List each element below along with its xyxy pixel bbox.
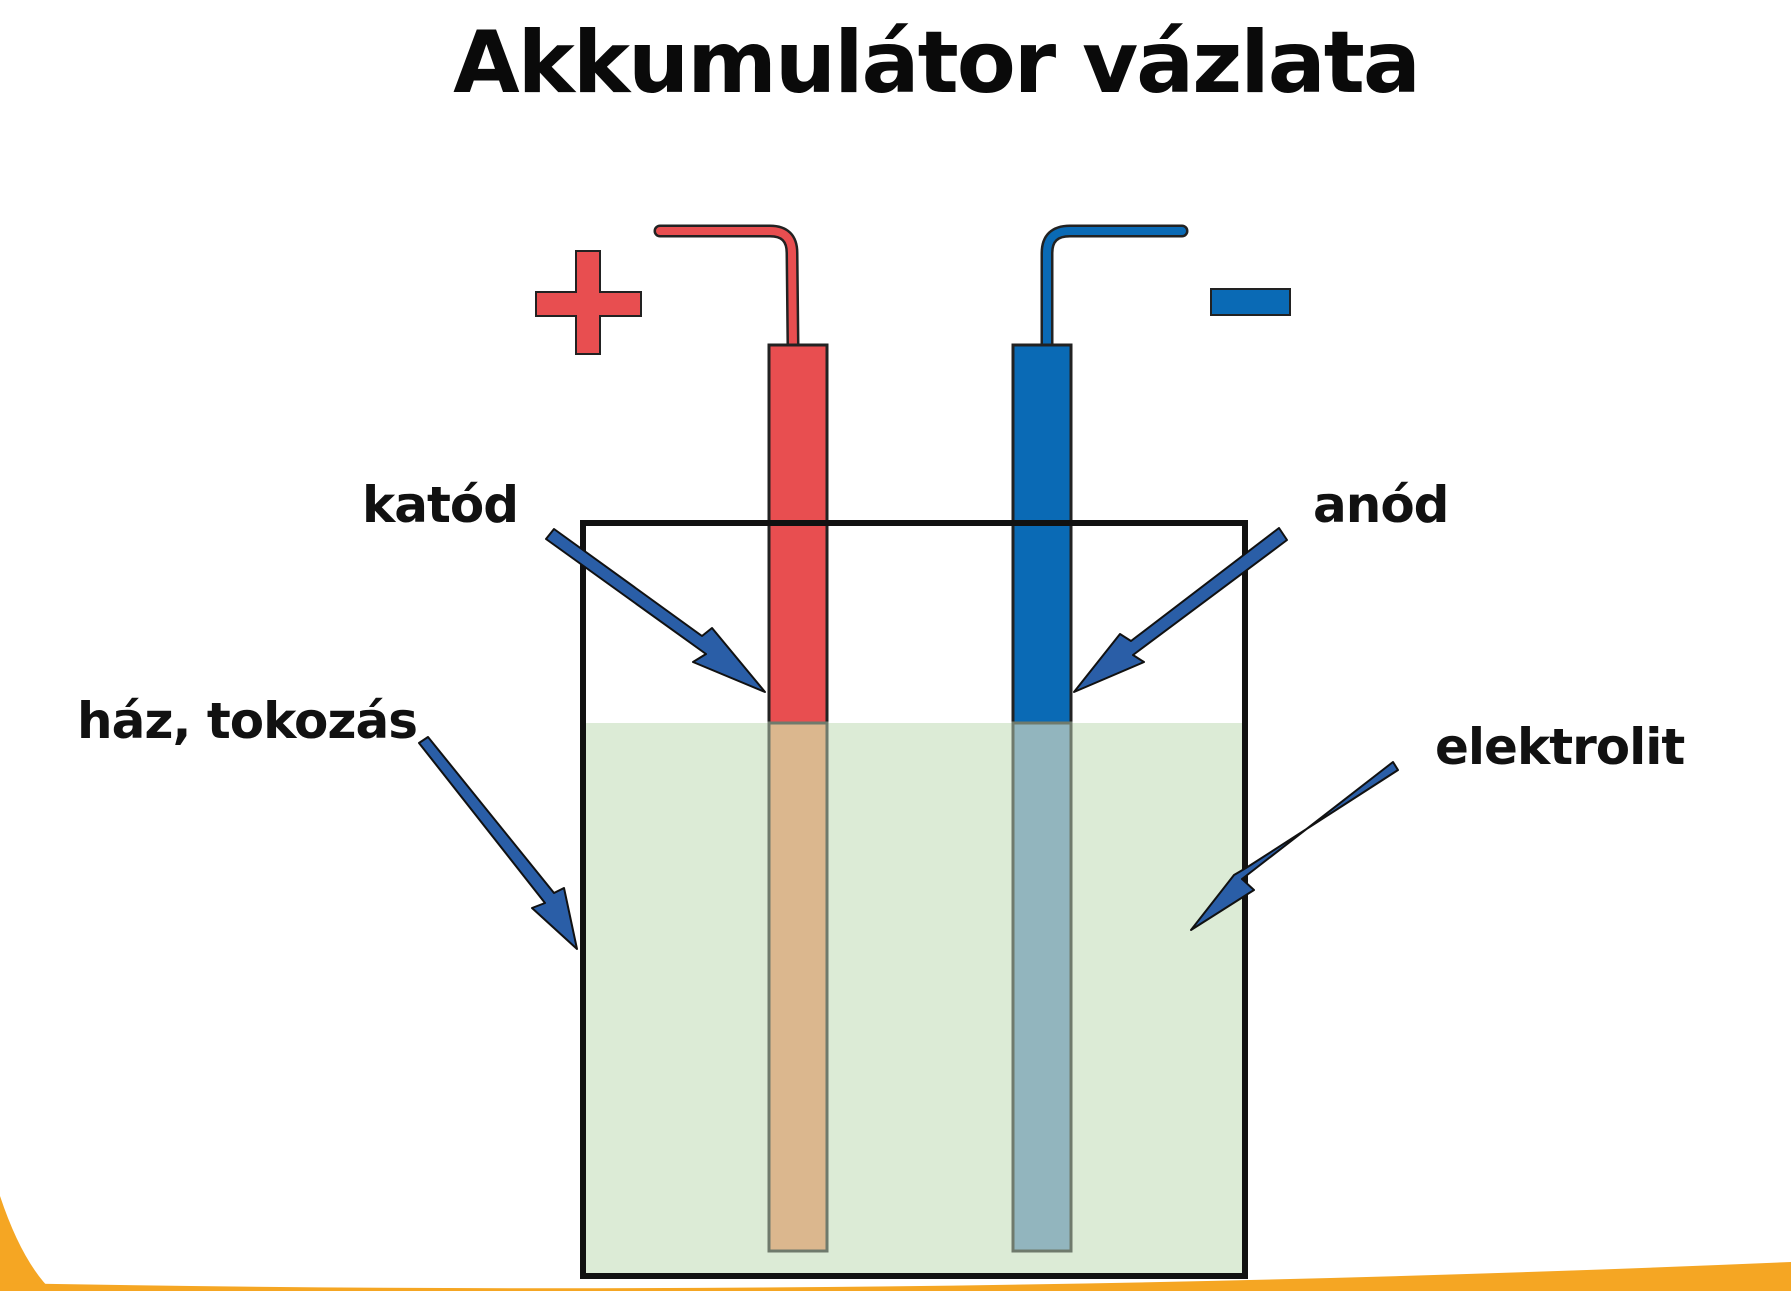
anode-submerged: [1011, 721, 1073, 1253]
electrolyte-label: elektrolit: [1435, 718, 1684, 776]
electrolyte: [585, 723, 1243, 1275]
electrolyte-arrow: [1190, 761, 1399, 931]
housing: [580, 520, 1248, 1279]
corner-accent-bottom: [0, 1262, 1791, 1291]
cathode-wire: [653, 224, 800, 353]
anode-electrode: [1011, 224, 1189, 1253]
page-title: Akkumulátor vázlata: [453, 13, 1419, 113]
anode-label: anód: [1313, 476, 1448, 534]
corner-accent-left: [0, 1196, 52, 1291]
anode-arrow: [1073, 527, 1288, 693]
housing-label: ház, tokozás: [77, 692, 417, 750]
cathode-electrode: [653, 224, 829, 1253]
cathode-submerged: [767, 721, 829, 1253]
minus-sign-icon: [1210, 288, 1291, 316]
cathode-arrow: [545, 528, 766, 693]
anode-wire: [1040, 224, 1189, 353]
cathode-label: katód: [362, 476, 518, 534]
housing-arrow: [418, 736, 578, 950]
plus-sign-icon: [535, 250, 642, 355]
